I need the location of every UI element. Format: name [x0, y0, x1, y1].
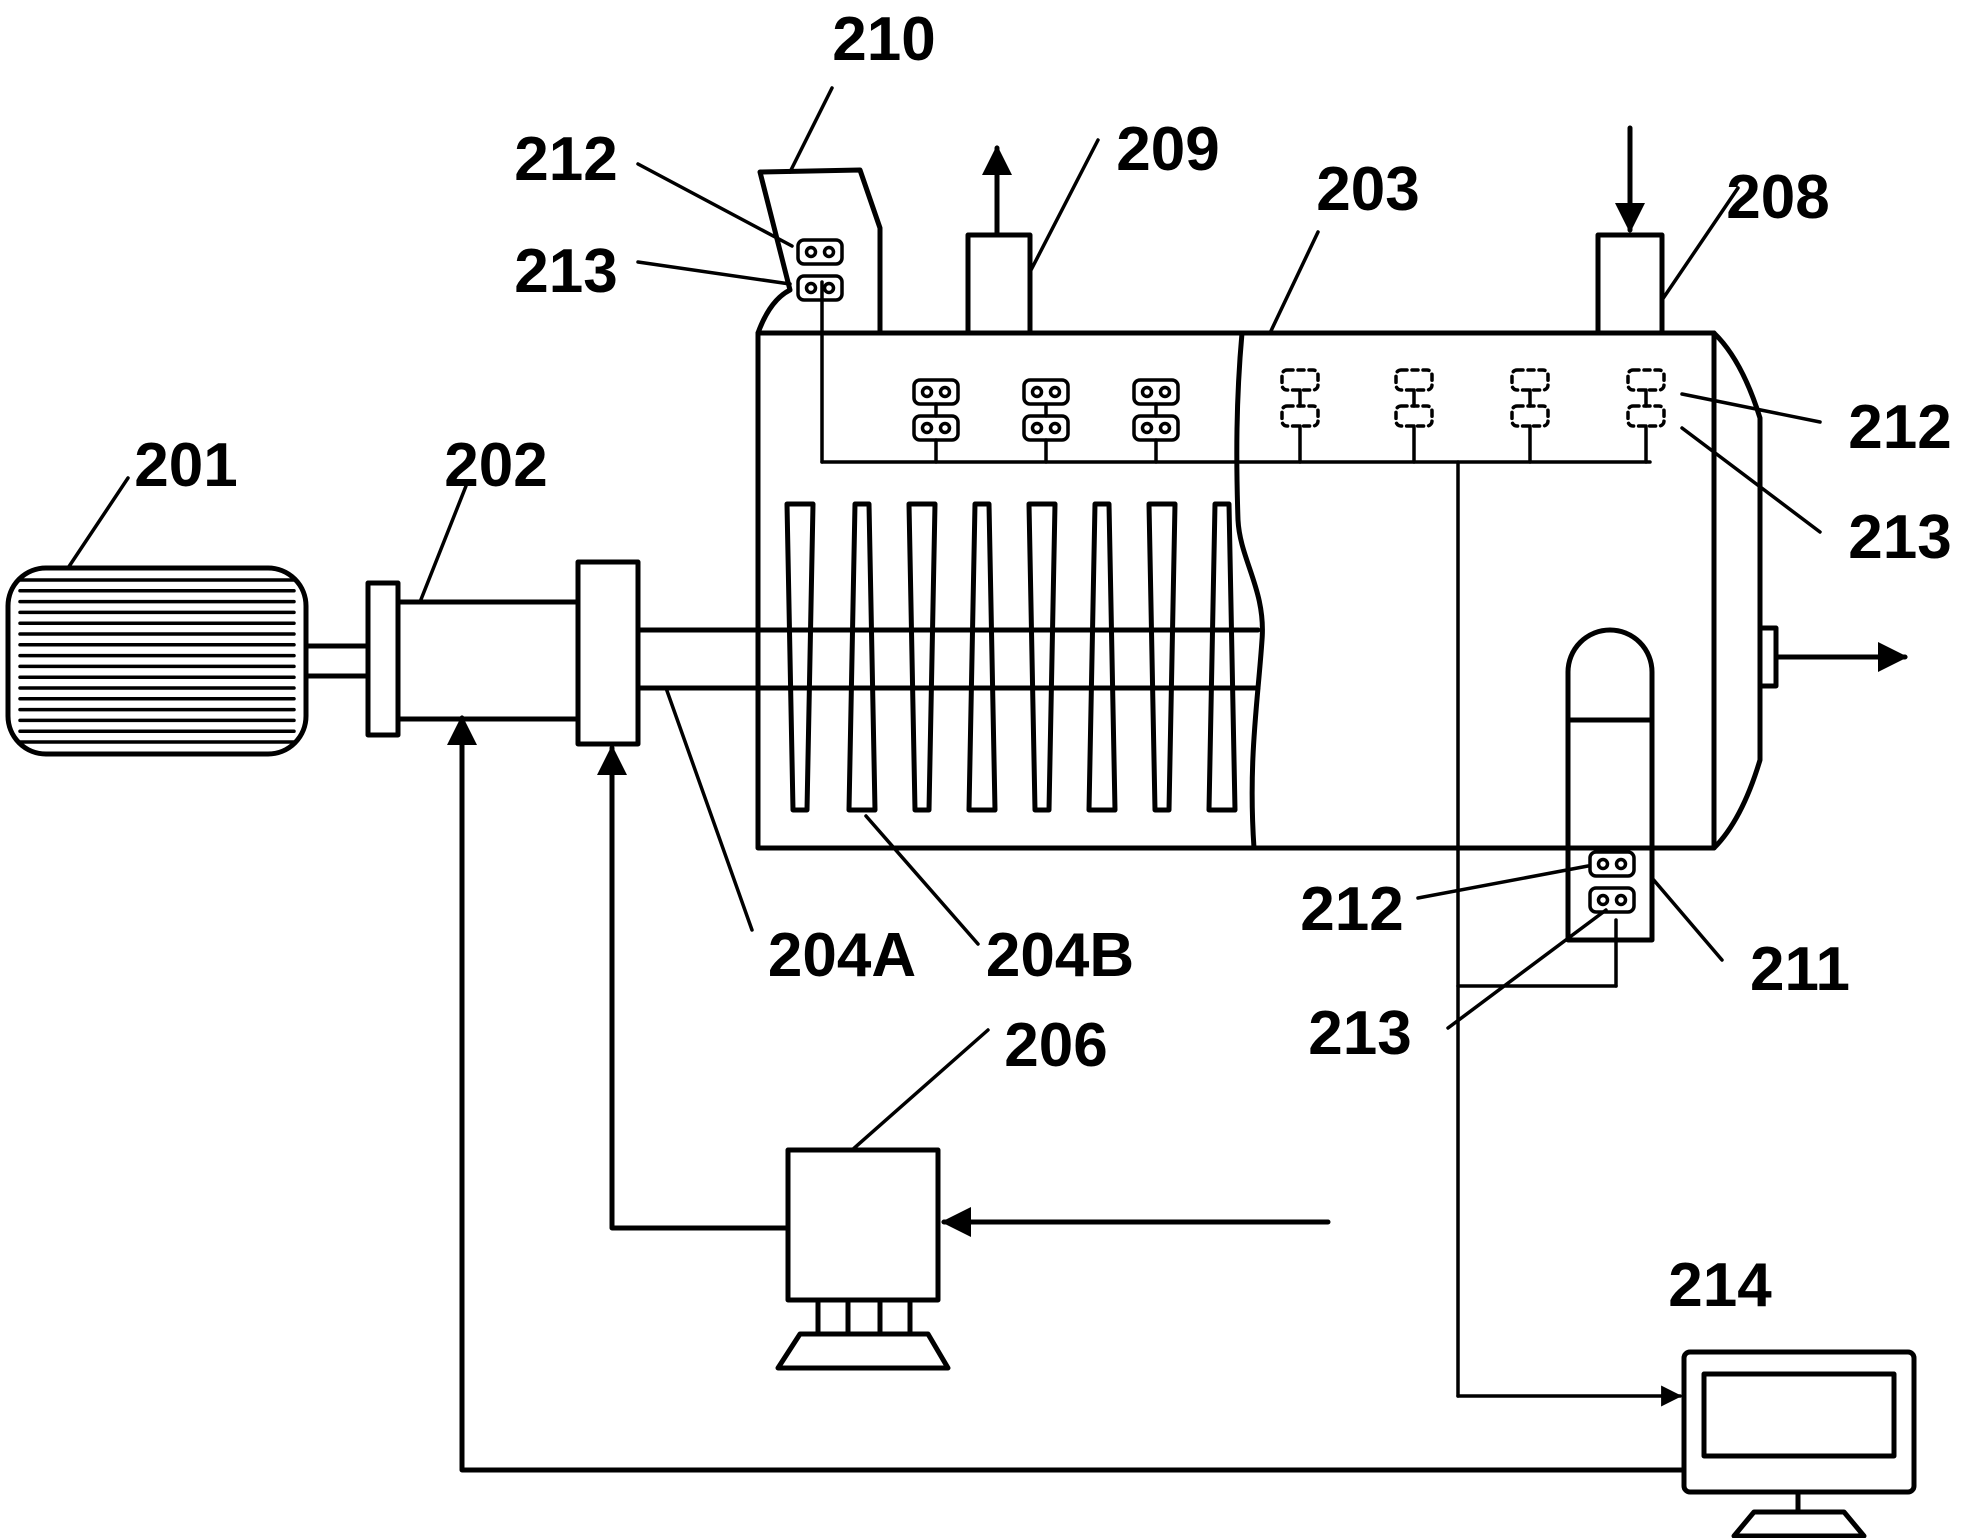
motor-shaft	[303, 643, 371, 679]
label-210: 210	[832, 5, 935, 74]
paddle	[1206, 501, 1238, 813]
sensor-212-213	[1132, 378, 1180, 464]
leader-lines	[66, 86, 1822, 1152]
paddle	[966, 501, 998, 813]
paddle	[1146, 501, 1178, 813]
label-206: 206	[1004, 1011, 1107, 1080]
gearbox-202	[365, 559, 641, 747]
paddle	[1026, 501, 1058, 813]
sensor-212-213-dashed	[1394, 368, 1434, 464]
label-213-right: 213	[1848, 503, 1951, 572]
controller-206	[597, 745, 1331, 1371]
label-204b: 204B	[986, 921, 1134, 990]
sensor-212-213-dashed	[1510, 368, 1550, 464]
label-209: 209	[1116, 115, 1219, 184]
paddle	[1086, 501, 1118, 813]
label-214: 214	[1668, 1251, 1772, 1320]
label-213-top: 213	[514, 237, 617, 306]
sensor-wiring	[820, 280, 1683, 1407]
paddle	[846, 501, 878, 813]
label-212-right: 212	[1848, 393, 1951, 462]
sensor-212-213-hopper	[796, 238, 844, 302]
label-212-bottom: 212	[1300, 875, 1403, 944]
label-212-top: 212	[514, 125, 617, 194]
label-211: 211	[1750, 935, 1850, 1004]
sensor-212-213	[1022, 378, 1070, 464]
computer-214	[447, 715, 1917, 1538]
label-203: 203	[1316, 155, 1419, 224]
label-208: 208	[1726, 163, 1829, 232]
motor-201	[5, 565, 309, 757]
sensor-212-213-sample	[1588, 850, 1636, 914]
label-202: 202	[444, 431, 547, 500]
paddle	[784, 501, 816, 813]
paddle	[906, 501, 938, 813]
chamber-203	[755, 330, 1908, 851]
main-shaft-204a	[635, 627, 1261, 691]
label-213-bottom: 213	[1308, 999, 1411, 1068]
label-204a: 204A	[768, 921, 916, 990]
outlet-209	[965, 145, 1033, 336]
sensor-212-213	[912, 378, 960, 464]
sampling-tube-211	[1565, 627, 1655, 943]
inlet-208	[1595, 125, 1665, 336]
sensor-array	[796, 238, 1666, 914]
label-201: 201	[134, 431, 237, 500]
hopper-210	[755, 167, 883, 336]
sensor-212-213-dashed	[1280, 368, 1320, 464]
paddles-204b	[784, 501, 1238, 813]
sensor-212-213-dashed	[1626, 368, 1666, 464]
